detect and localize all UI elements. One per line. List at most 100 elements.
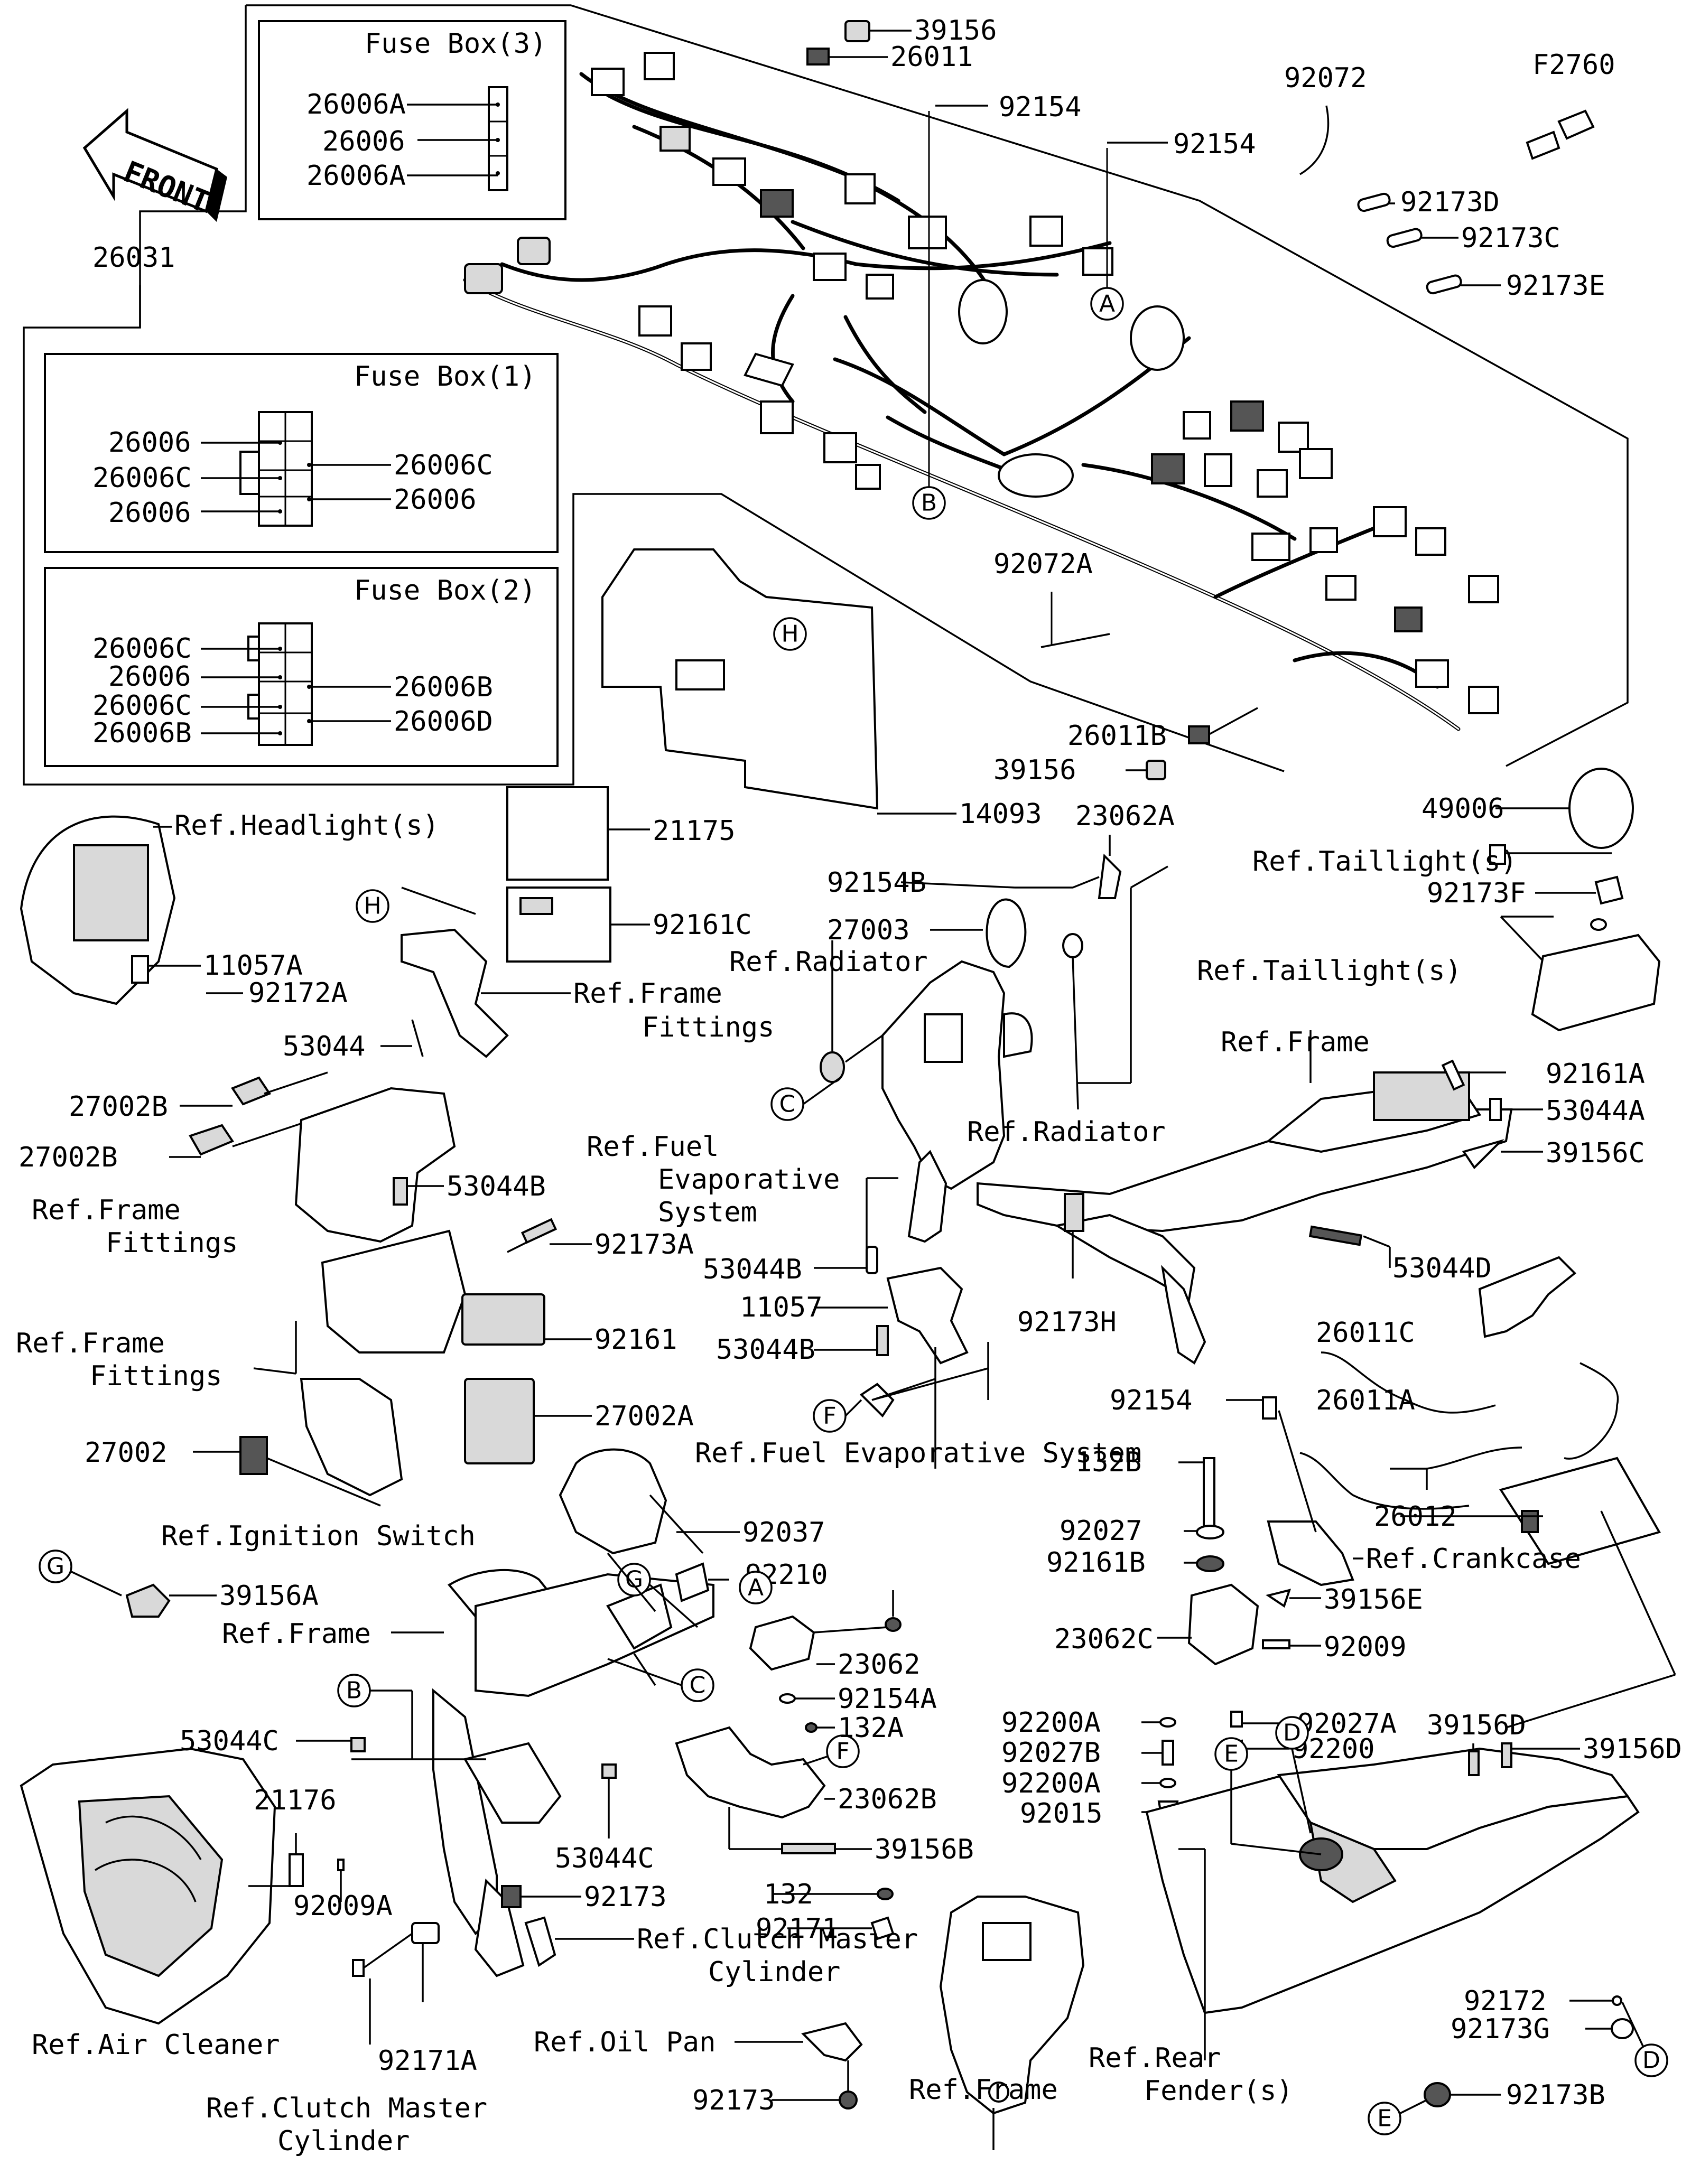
part-92009A: 92009A — [293, 1890, 393, 1922]
left-middle-cluster — [20, 786, 740, 1555]
part-21176: 21176 — [254, 1785, 337, 1816]
part-92173H: 92173H — [1017, 1306, 1117, 1338]
plate-14093 — [601, 548, 956, 815]
part-27002B-a: 27002B — [69, 1091, 168, 1123]
callout-A-lower: A — [748, 1574, 764, 1601]
part-92154-a: 92154 — [999, 91, 1082, 123]
part-39156B: 39156B — [875, 1834, 974, 1865]
part-27003: 27003 — [827, 914, 910, 946]
part-92200A-b: 92200A — [1001, 1768, 1101, 1799]
part-53044C-a: 53044C — [180, 1725, 279, 1757]
part-92171A: 92171A — [378, 2045, 477, 2077]
ref-clutch-2-line2: Cylinder — [277, 2125, 410, 2157]
callout-B-lower: B — [346, 1677, 362, 1704]
part-23062C: 23062C — [1054, 1623, 1154, 1655]
ref-clutch-2-line1: Ref.Clutch Master — [206, 2093, 487, 2124]
callout-H-lower: H — [364, 893, 381, 920]
part-92173A: 92173A — [594, 1229, 694, 1261]
part-92161C: 92161C — [653, 909, 752, 941]
front-arrow-icon: FRONT — [82, 108, 227, 222]
ref-fuel-evap-1-line2: Evaporative — [658, 1164, 840, 1196]
fuse-box-3-panel: Fuse Box(3) 26006A 26006 26006A — [258, 20, 566, 220]
part-53044: 53044 — [283, 1031, 366, 1062]
part-92173E: 92173E — [1506, 270, 1605, 302]
fuse-box-3-title: Fuse Box(3) — [365, 28, 546, 60]
part-92027: 92027 — [1060, 1515, 1142, 1547]
part-92172A: 92172A — [248, 977, 348, 1009]
part-39156-top: 39156 — [914, 15, 997, 46]
part-26031: 26031 — [92, 242, 175, 274]
part-53044B-c: 53044B — [716, 1334, 815, 1366]
part-92154-b: 92154 — [1173, 128, 1256, 160]
callout-F-lower: F — [836, 1738, 849, 1765]
part-53044D: 53044D — [1392, 1253, 1492, 1284]
ref-fuel-evap-1-line3: System — [658, 1197, 757, 1228]
ref-fuel-evap-2: Ref.Fuel Evaporative System — [695, 1438, 1141, 1469]
part-26011: 26011 — [890, 41, 973, 73]
callout-E-upper: E — [1224, 1741, 1239, 1768]
fuse-box-1-right-2: 26006 — [394, 484, 477, 516]
fuse-box-2-right-2: 26006D — [394, 706, 493, 738]
ref-ignition-switch: Ref.Ignition Switch — [161, 1520, 476, 1552]
part-26012: 26012 — [1374, 1501, 1457, 1533]
part-26011B: 26011B — [1067, 720, 1167, 752]
ref-frame-1: Ref.Frame — [1221, 1026, 1370, 1058]
part-11057: 11057 — [740, 1292, 823, 1323]
part-132: 132 — [764, 1879, 813, 1910]
ref-frame-fittings-2-line2: Fittings — [106, 1227, 238, 1259]
part-39156-mid: 39156 — [993, 754, 1076, 786]
callout-H-upper: H — [781, 621, 798, 648]
ref-radiator-1: Ref.Radiator — [729, 946, 928, 978]
fuse-box-1-title: Fuse Box(1) — [354, 361, 536, 393]
part-92173B: 92173B — [1506, 2079, 1605, 2111]
fuse-box-3-label-3: 26006A — [306, 160, 406, 192]
part-14093: 14093 — [959, 798, 1042, 830]
ref-frame-fittings-3-line2: Fittings — [90, 1360, 222, 1392]
part-53044C-b: 53044C — [555, 1843, 654, 1874]
fuse-box-2-panel: Fuse Box(2) 26006C 26006 26006C 26006B 2… — [44, 567, 559, 767]
part-92161: 92161 — [594, 1324, 677, 1356]
ref-rear-fender-line2: Fender(s) — [1144, 2075, 1293, 2107]
ref-air-cleaner: Ref.Air Cleaner — [32, 2029, 280, 2061]
center-middle-cluster — [770, 835, 1168, 1469]
fuse-box-2-title: Fuse Box(2) — [354, 575, 536, 606]
part-92072: 92072 — [1284, 62, 1367, 94]
part-26011C: 26011C — [1316, 1317, 1415, 1349]
part-23062A: 23062A — [1075, 800, 1175, 832]
part-132A: 132A — [838, 1712, 904, 1744]
fuse-box-1-panel: Fuse Box(1) 26006 26006C 26006 26006C 26… — [44, 353, 559, 553]
callout-A-upper: A — [1099, 291, 1115, 318]
fuse-box-1-right-1: 26006C — [394, 450, 493, 481]
callout-G-lower: G — [625, 1566, 643, 1593]
part-27002A: 27002A — [594, 1401, 694, 1432]
fuse-box-2-left-3: 26006C — [92, 690, 192, 722]
callout-D-upper: D — [1283, 1720, 1301, 1747]
part-23062B: 23062B — [838, 1784, 937, 1815]
ref-frame-fittings-1-line1: Ref.Frame — [573, 978, 722, 1010]
ref-oil-pan: Ref.Oil Pan — [534, 2027, 716, 2058]
ref-rear-fender-line1: Ref.Rear — [1089, 2042, 1221, 2074]
rear-fender-cluster — [1145, 1716, 1668, 2135]
fuse-box-2-right-1: 26006B — [394, 671, 493, 703]
fuse-box-1-left-1: 26006 — [108, 427, 191, 459]
ref-headlight: Ref.Headlight(s) — [174, 810, 439, 842]
fuse-box-2-left-2: 26006 — [108, 661, 191, 693]
part-92161A: 92161A — [1546, 1058, 1645, 1090]
figure-code: F2760 — [1532, 49, 1615, 81]
ref-clutch-1-line2: Cylinder — [708, 1956, 840, 1988]
part-23062: 23062 — [838, 1649, 921, 1681]
part-27002B-b: 27002B — [18, 1142, 118, 1173]
ref-radiator-2: Ref.Radiator — [967, 1116, 1166, 1148]
part-92173G: 92173G — [1451, 2013, 1550, 2045]
fuse-box-2-left-4: 26006B — [92, 717, 192, 749]
part-92072A: 92072A — [993, 548, 1093, 580]
part-53044A: 53044A — [1546, 1095, 1645, 1127]
upper-leaders — [806, 20, 1634, 849]
callout-E-lower: E — [1377, 2105, 1392, 2132]
part-92173D: 92173D — [1400, 186, 1500, 218]
part-92171: 92171 — [756, 1913, 839, 1945]
part-39156C: 39156C — [1546, 1137, 1645, 1169]
ref-taillight-1: Ref.Taillight(s) — [1252, 846, 1517, 878]
part-92173-b: 92173 — [692, 2085, 775, 2116]
